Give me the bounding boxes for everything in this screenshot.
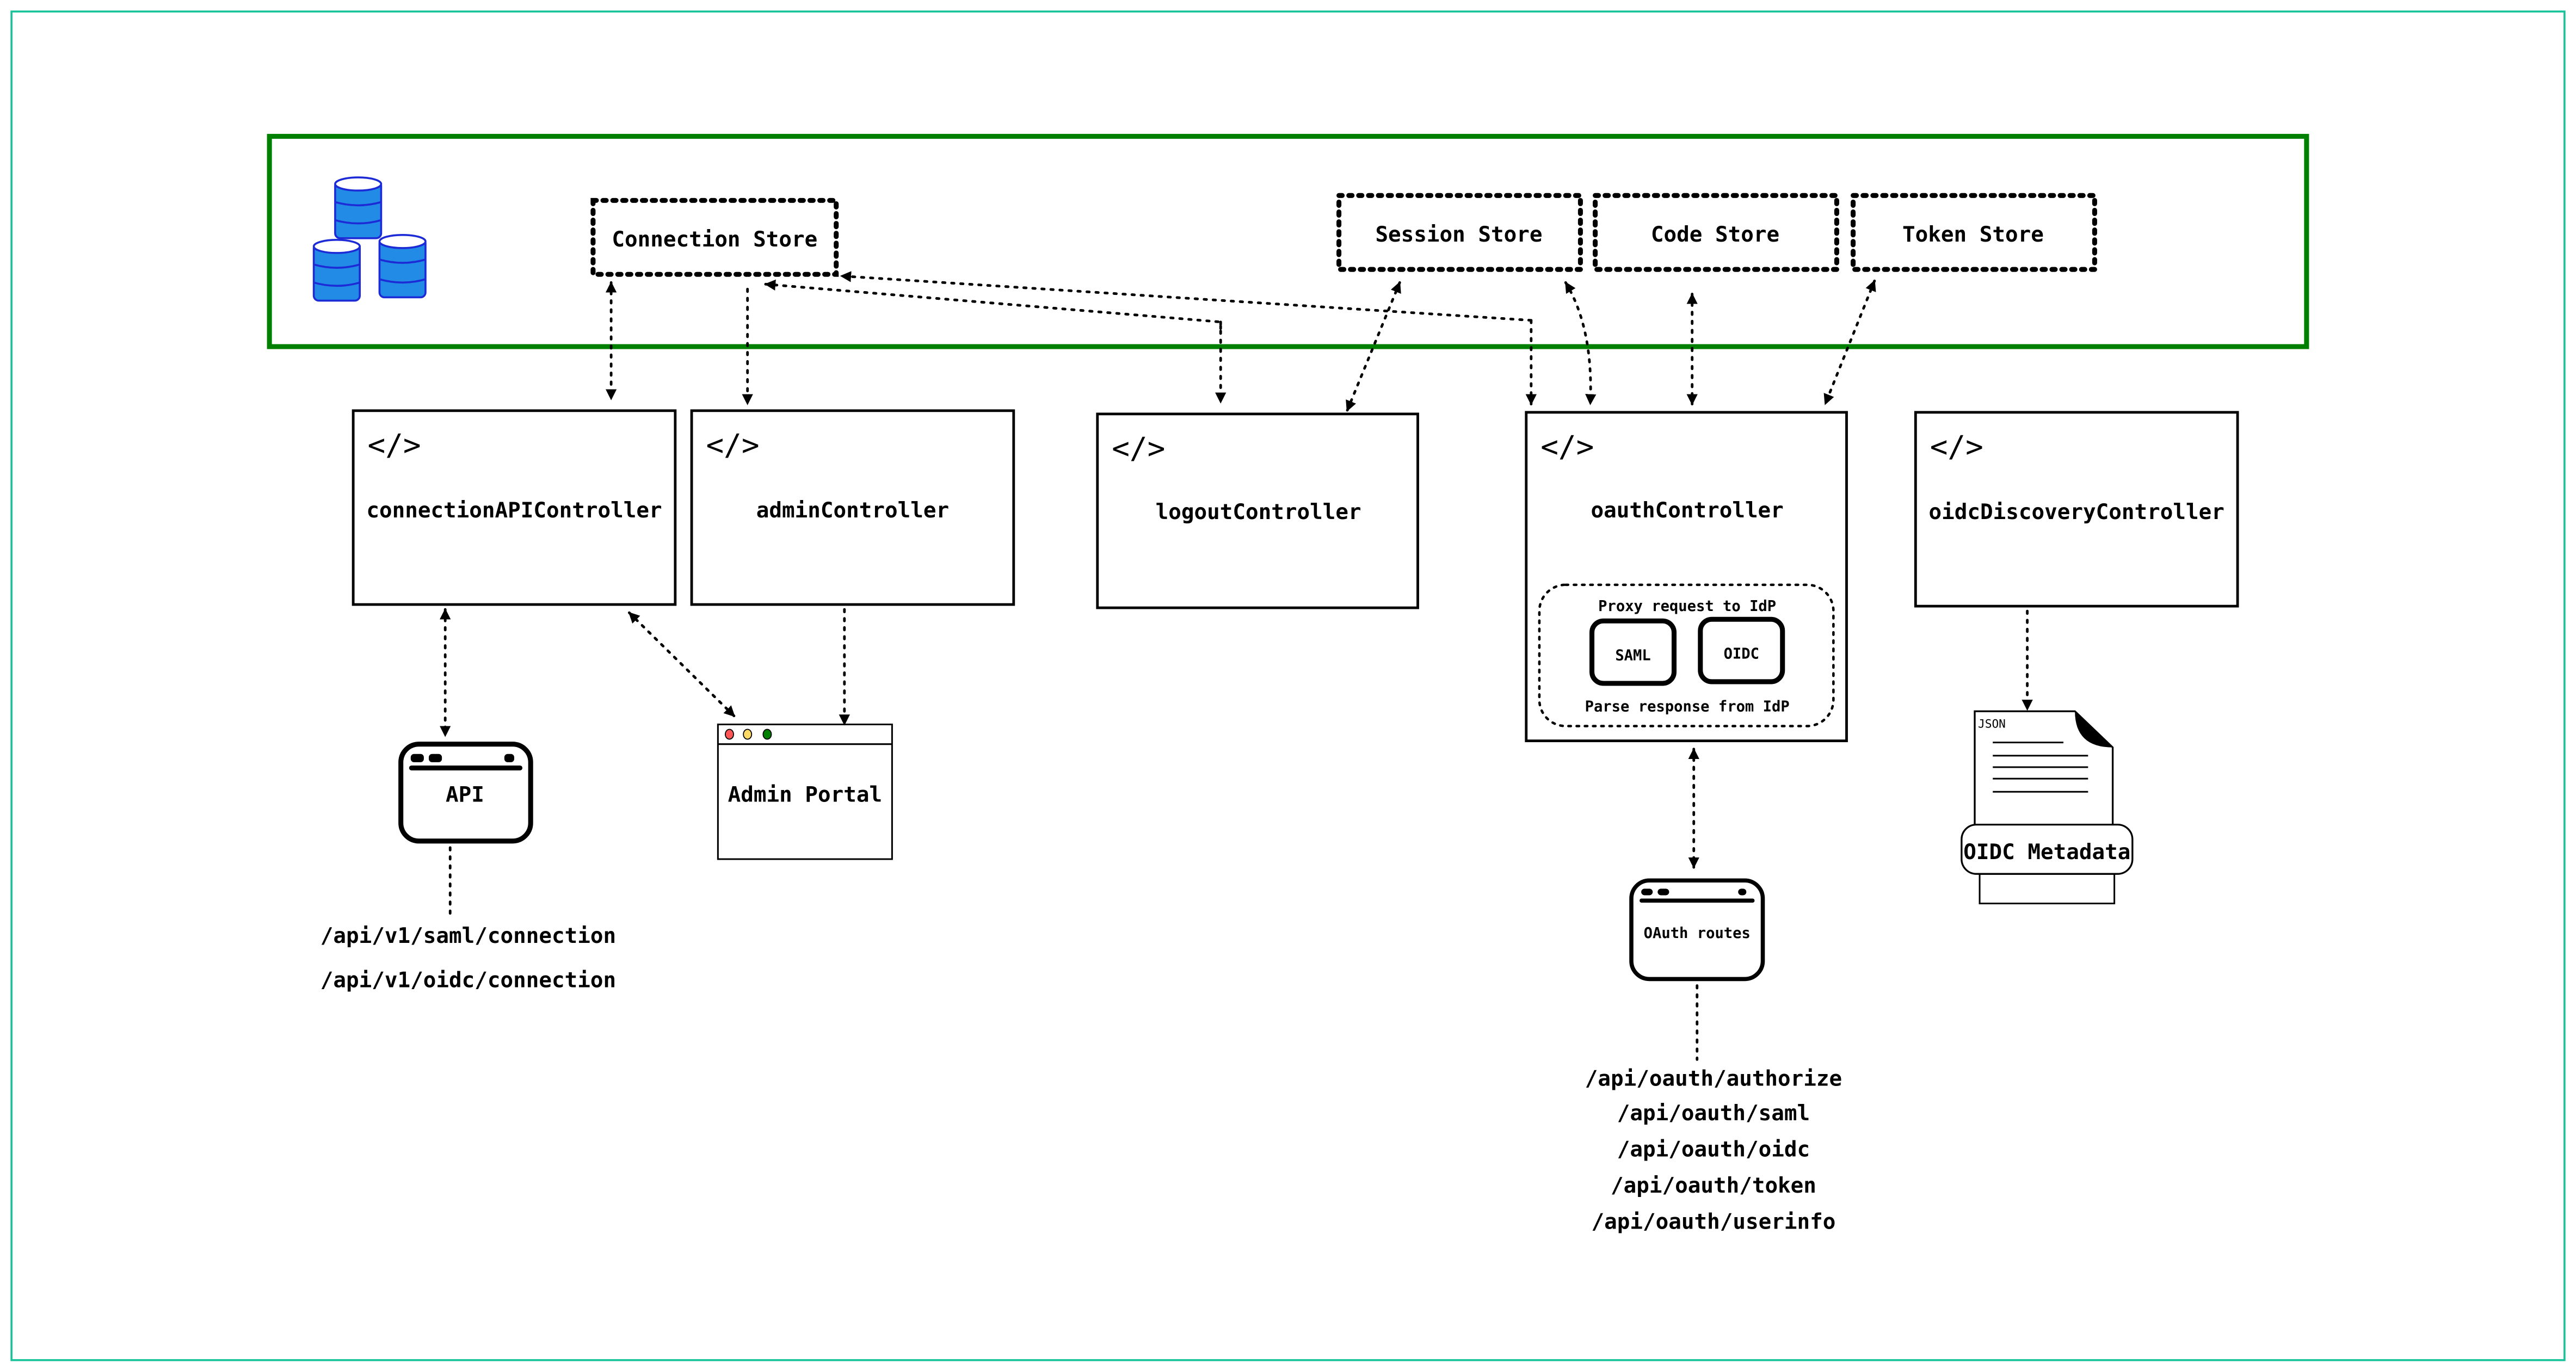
oidc-discovery-controller-label: oidcDiscoveryController — [1929, 500, 2224, 524]
idp-proxy-group — [1538, 583, 1835, 727]
saml-handler[interactable]: SAML — [1589, 618, 1677, 686]
json-document-icon[interactable]: JSON OIDC Metadata — [1961, 710, 2134, 905]
api-label: API — [446, 782, 484, 807]
code-brackets-icon: </> — [368, 428, 421, 462]
route-item: /api/oauth/oidc — [1617, 1137, 1810, 1162]
connectors — [440, 271, 2033, 1061]
route-item: /api/oauth/authorize — [1585, 1067, 1842, 1091]
route-item: /api/oauth/saml — [1617, 1101, 1810, 1126]
oauth-controller-label: oauthController — [1591, 498, 1783, 523]
minimize-dot-icon — [743, 729, 753, 740]
logout-controller[interactable]: </> logoutController — [1096, 412, 1419, 609]
code-store-label: Code Store — [1651, 223, 1779, 247]
frame-border — [10, 10, 2566, 1361]
close-dot-icon — [725, 729, 734, 740]
database-stack-icon — [312, 176, 427, 302]
session-store[interactable]: Session Store — [1336, 193, 1583, 272]
connection-store-label: Connection Store — [612, 227, 817, 252]
code-brackets-icon: </> — [1930, 429, 1983, 464]
code-brackets-icon: </> — [1112, 431, 1165, 465]
maximize-dot-icon — [762, 729, 772, 740]
window-dot-icon — [504, 754, 514, 762]
oauth-route-list: /api/oauth/authorize /api/oauth/saml /ap… — [1585, 1067, 1842, 1235]
admin-portal-window[interactable]: Admin Portal — [717, 723, 893, 860]
token-store[interactable]: Token Store — [1851, 193, 2097, 272]
proxy-request-label: Proxy request to IdP — [1598, 598, 1776, 615]
logout-controller-label: logoutController — [1156, 500, 1361, 524]
route-item: /api/v1/oidc/connection — [321, 968, 616, 993]
parse-response-label: Parse response from IdP — [1585, 698, 1790, 715]
store-group — [267, 134, 2309, 349]
window-dot-icon — [410, 754, 424, 762]
connection-api-controller-label: connectionAPIController — [366, 498, 662, 523]
oidc-metadata-label: OIDC Metadata — [1963, 840, 2130, 865]
route-item: /api/oauth/token — [1611, 1174, 1816, 1198]
connection-api-controller[interactable]: </> connectionAPIController — [352, 409, 677, 606]
saml-label: SAML — [1615, 647, 1650, 664]
oidc-discovery-controller[interactable]: </> oidcDiscoveryController — [1914, 411, 2239, 608]
admin-controller[interactable]: </> adminController — [690, 409, 1015, 606]
route-item: /api/v1/saml/connection — [321, 924, 616, 948]
admin-controller-label: adminController — [756, 498, 949, 523]
token-store-label: Token Store — [1902, 223, 2044, 247]
oauth-routes-label: OAuth routes — [1644, 925, 1751, 942]
doc-type-label: JSON — [1978, 717, 2006, 730]
code-brackets-icon: </> — [1540, 429, 1594, 464]
code-store[interactable]: Code Store — [1593, 193, 1839, 272]
admin-portal-label: Admin Portal — [728, 782, 882, 807]
oidc-handler[interactable]: OIDC — [1698, 616, 1785, 684]
oidc-label: OIDC — [1724, 646, 1759, 663]
session-store-label: Session Store — [1375, 223, 1542, 247]
api-route-list: /api/v1/saml/connection /api/v1/oidc/con… — [321, 924, 616, 993]
api-client[interactable]: API — [398, 742, 533, 844]
connection-store[interactable]: Connection Store — [590, 198, 839, 277]
route-item: /api/oauth/userinfo — [1592, 1209, 1836, 1234]
window-dot-icon — [428, 754, 442, 762]
oauth-routes-client[interactable]: OAuth routes — [1629, 878, 1765, 982]
oauth-controller[interactable]: </> oauthController Proxy request to IdP… — [1525, 411, 1848, 743]
code-brackets-icon: </> — [706, 428, 759, 462]
